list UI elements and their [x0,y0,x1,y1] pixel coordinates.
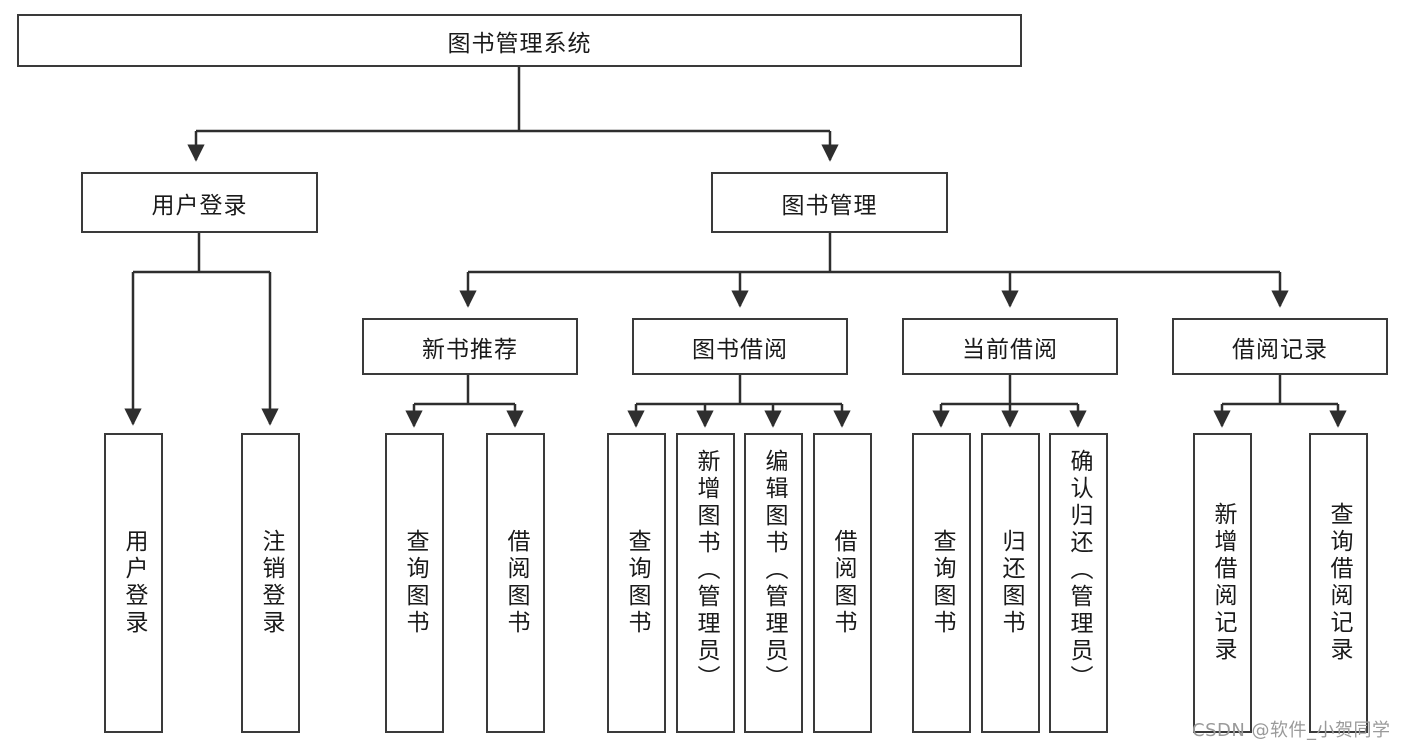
node-new-book-recommend[interactable]: 新书推荐 [362,318,578,375]
node-label: 借阅图书 [503,529,529,637]
node-label: 图书借阅 [692,336,788,363]
leaf-borrow-query-book[interactable]: 查询图书 [607,433,666,733]
leaf-recommend-borrow-book[interactable]: 借阅图书 [486,433,545,733]
node-label: 借阅图书 [830,529,856,637]
node-label: 新书推荐 [422,336,518,363]
node-label: 查询图书 [929,529,955,637]
node-label: 查询借阅记录 [1326,502,1352,664]
node-label: 注销登录 [258,529,284,637]
node-label: 用户登录 [121,529,147,637]
leaf-borrow-add-book-admin[interactable]: 新增图书（管理员） [676,433,735,733]
leaf-borrow-borrow-book[interactable]: 借阅图书 [813,433,872,733]
leaf-borrow-edit-book-admin[interactable]: 编辑图书（管理员） [744,433,803,733]
node-current-borrow[interactable]: 当前借阅 [902,318,1118,375]
node-user-login[interactable]: 用户登录 [81,172,318,233]
leaf-current-return-book[interactable]: 归还图书 [981,433,1040,733]
node-root-system[interactable]: 图书管理系统 [17,14,1022,67]
leaf-recommend-query-book[interactable]: 查询图书 [385,433,444,733]
node-label: 用户登录 [151,192,248,219]
csdn-watermark: CSDN @软件_小贺同学 [1192,720,1391,741]
node-book-management[interactable]: 图书管理 [711,172,948,233]
node-label: 新增借阅记录 [1210,502,1236,664]
node-label: 图书管理系统 [447,30,592,57]
node-label: 查询图书 [624,529,650,637]
node-label: 当前借阅 [962,336,1058,363]
leaf-current-confirm-return-admin[interactable]: 确认归还（管理员） [1049,433,1108,733]
node-label: 查询图书 [402,529,428,637]
leaf-current-query-book[interactable]: 查询图书 [912,433,971,733]
leaf-record-query-record[interactable]: 查询借阅记录 [1309,433,1368,733]
leaf-user-login-logout[interactable]: 注销登录 [241,433,300,733]
node-label: 借阅记录 [1232,336,1328,363]
leaf-record-add-record[interactable]: 新增借阅记录 [1193,433,1252,733]
node-book-borrow[interactable]: 图书借阅 [632,318,848,375]
node-label: 新增图书（管理员） [693,449,719,692]
node-label: 编辑图书（管理员） [761,449,787,692]
node-label: 确认归还（管理员） [1066,449,1092,692]
node-label: 图书管理 [781,192,878,219]
node-label: 归还图书 [998,529,1024,637]
node-borrow-record[interactable]: 借阅记录 [1172,318,1388,375]
leaf-user-login-login[interactable]: 用户登录 [104,433,163,733]
